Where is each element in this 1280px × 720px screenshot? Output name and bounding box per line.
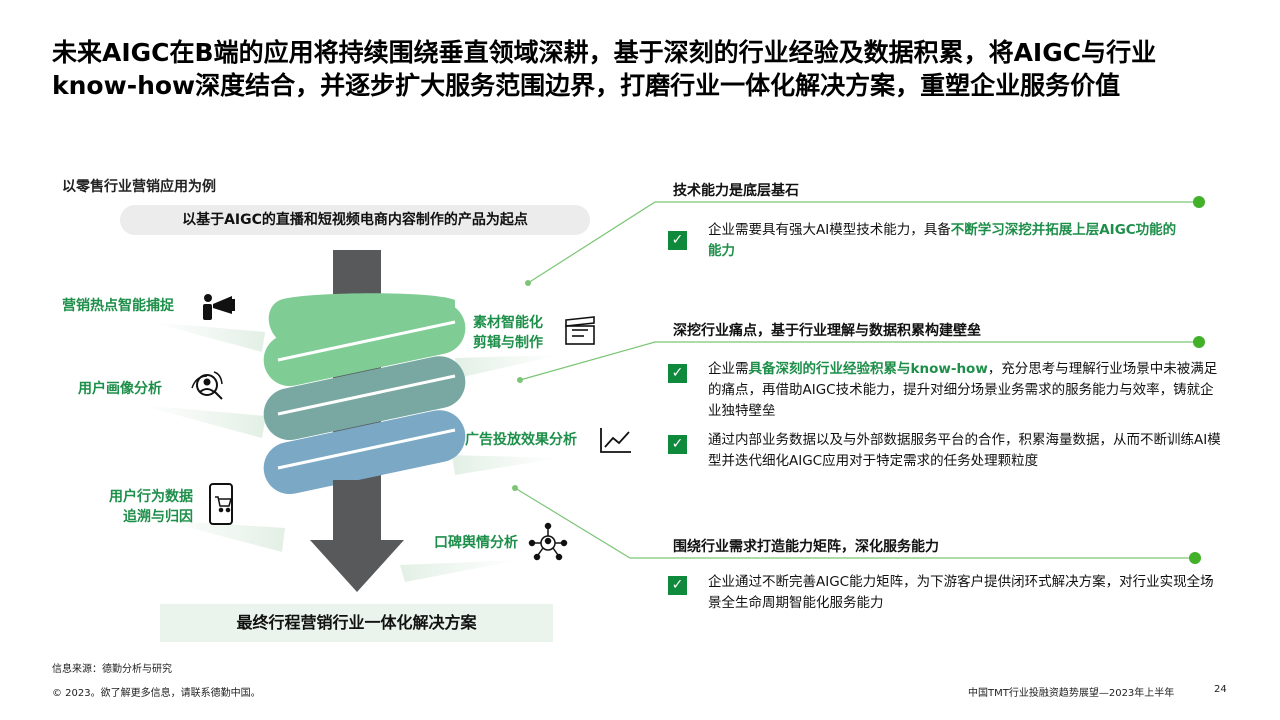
source-note: 信息来源：德勤分析与研究 [52, 664, 172, 675]
label-ad-effect: 广告投放效果分析 [465, 432, 577, 448]
band-1-highlight [277, 320, 456, 362]
wedge-right-1 [455, 355, 560, 378]
network-person-icon [528, 522, 568, 561]
page-number: 24 [1214, 684, 1227, 695]
check-icon: ✓ [668, 435, 687, 454]
section-3-item-1: 企业通过不断完善AIGC能力矩阵，为下游客户提供闭环式解决方案，对行业实现全场景… [708, 574, 1214, 611]
megaphone-person-icon [203, 294, 235, 320]
band-2-highlight [277, 374, 456, 416]
connector-2 [519, 341, 1200, 381]
start-point-pill: 以基于AIGC的直播和短视频电商内容制作的产品为起点 [120, 205, 590, 235]
line-chart-icon [600, 428, 631, 453]
band-2 [263, 356, 466, 441]
connector-2-end-dot [1193, 336, 1205, 348]
section-2-item-2: 通过内部业务数据以及与外部数据服务平台的合作，积累海量数据，从而不断训练AI模型… [708, 432, 1221, 469]
label-behavior: 用户行为数据 追溯与归因 [80, 487, 193, 527]
connector-1 [527, 201, 1200, 284]
label-marketing-hotspot: 营销热点智能捕捉 [62, 298, 174, 314]
section-1-heading: 技术能力是底层基石 [673, 183, 799, 199]
band-1 [263, 302, 466, 387]
label-behavior-line2: 追溯与归因 [123, 509, 193, 525]
label-material-line2: 剪辑与制作 [473, 335, 543, 351]
connector-3-end-dot [1189, 552, 1201, 564]
section-3-heading: 围绕行业需求打造能力矩阵，深化服务能力 [673, 539, 939, 555]
connector-2-start-dot [517, 377, 523, 383]
wedge-left-3 [160, 520, 285, 552]
check-icon: ✓ [668, 576, 687, 595]
wedge-left-2 [140, 405, 266, 438]
s1-item1-text: 企业需要具有强大AI模型技术能力，具备 [708, 222, 951, 238]
final-solution-box: 最终行程营销行业一体化解决方案 [160, 604, 553, 642]
clapperboard-icon [565, 316, 595, 345]
arrow-head [310, 540, 404, 592]
check-icon: ✓ [668, 231, 687, 250]
s2-item1-highlight: 具备深刻的行业经验积累与know-how [748, 361, 988, 377]
connector-1-end-dot [1193, 196, 1205, 208]
label-user-profile: 用户画像分析 [78, 381, 162, 397]
section-2-heading: 深挖行业痛点，基于行业理解与数据积累构建壁垒 [673, 323, 981, 339]
connector-3 [514, 487, 1195, 559]
s2-item1-text-end: ，充分思考与理解行业场景中未被满足的痛点，再借助AIGC技术能力，提升对细分场景… [708, 361, 1218, 419]
label-behavior-line1: 用户行为数据 [109, 489, 193, 505]
connector-1-start-dot [525, 280, 531, 286]
section-2-item-1: 企业需具备深刻的行业经验积累与know-how，充分思考与理解行业场景中未被满足… [708, 359, 1223, 422]
wedge-right-2 [452, 455, 560, 475]
section-1-item-1: 企业需要具有强大AI模型技术能力，具备不断学习深挖并拓展上层AIGC功能的能力 [708, 220, 1188, 262]
wedge-right-3 [400, 560, 520, 582]
label-reputation: 口碑舆情分析 [434, 535, 518, 551]
check-icon: ✓ [668, 364, 687, 383]
wedge-left-1 [150, 322, 265, 352]
s2-item1-text: 企业需 [708, 361, 749, 377]
s1-item1-highlight: 不断学习深挖并拓展上层AIGC功能的能力 [708, 222, 1177, 259]
band-3-highlight [277, 428, 456, 470]
connector-3-start-dot [512, 485, 518, 491]
mobile-cart-icon [209, 483, 233, 525]
label-material-line1: 素材智能化 [473, 315, 543, 331]
band-3 [263, 410, 466, 495]
example-subtitle: 以零售行业营销应用为例 [62, 179, 216, 195]
user-search-icon [191, 371, 223, 400]
copyright: © 2023。欲了解更多信息，请联系德勤中国。 [52, 688, 261, 699]
report-name: 中国TMT行业投融资趋势展望—2023年上半年 [968, 688, 1175, 699]
arrow-shaft-lower [333, 480, 381, 540]
page-title: 未来AIGC在B端的应用将持续围绕垂直领域深耕，基于深刻的行业经验及数据积累，将… [52, 38, 1157, 100]
label-material: 素材智能化 剪辑与制作 [473, 313, 543, 353]
